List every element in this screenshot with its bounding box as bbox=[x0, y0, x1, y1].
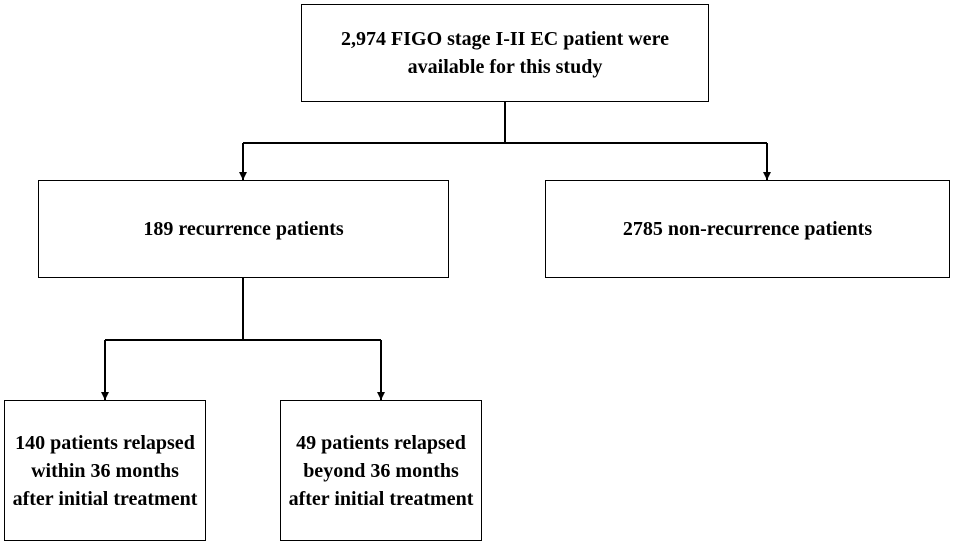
box-total-patients: 2,974 FIGO stage I-II EC patient were av… bbox=[301, 4, 709, 102]
box-recurrence-patients: 189 recurrence patients bbox=[38, 180, 449, 278]
box-relapsed-beyond-36-months: 49 patients relapsed beyond 36 months af… bbox=[280, 400, 482, 541]
box-relapsed-within-36-months: 140 patients relapsed within 36 months a… bbox=[4, 400, 206, 541]
box-beyond-line-3: after initial treatment bbox=[288, 487, 474, 510]
box-total-patients-line-2: available for this study bbox=[407, 56, 603, 78]
box-beyond-line-2: beyond 36 months bbox=[303, 459, 459, 482]
box-non-recurrence-patients: 2785 non-recurrence patients bbox=[545, 180, 950, 278]
box-total-patients-line-1: 2,974 FIGO stage I-II EC patient were bbox=[341, 28, 669, 50]
box-non-recurrence-patients-line-1: 2785 non-recurrence patients bbox=[622, 218, 873, 240]
box-recurrence-patients-line-1: 189 recurrence patients bbox=[143, 218, 344, 240]
box-within-line-1: 140 patients relapsed bbox=[15, 431, 195, 454]
box-within-line-3: after initial treatment bbox=[12, 487, 198, 510]
box-beyond-line-1: 49 patients relapsed bbox=[296, 431, 466, 454]
box-within-line-2: within 36 months bbox=[31, 459, 179, 482]
